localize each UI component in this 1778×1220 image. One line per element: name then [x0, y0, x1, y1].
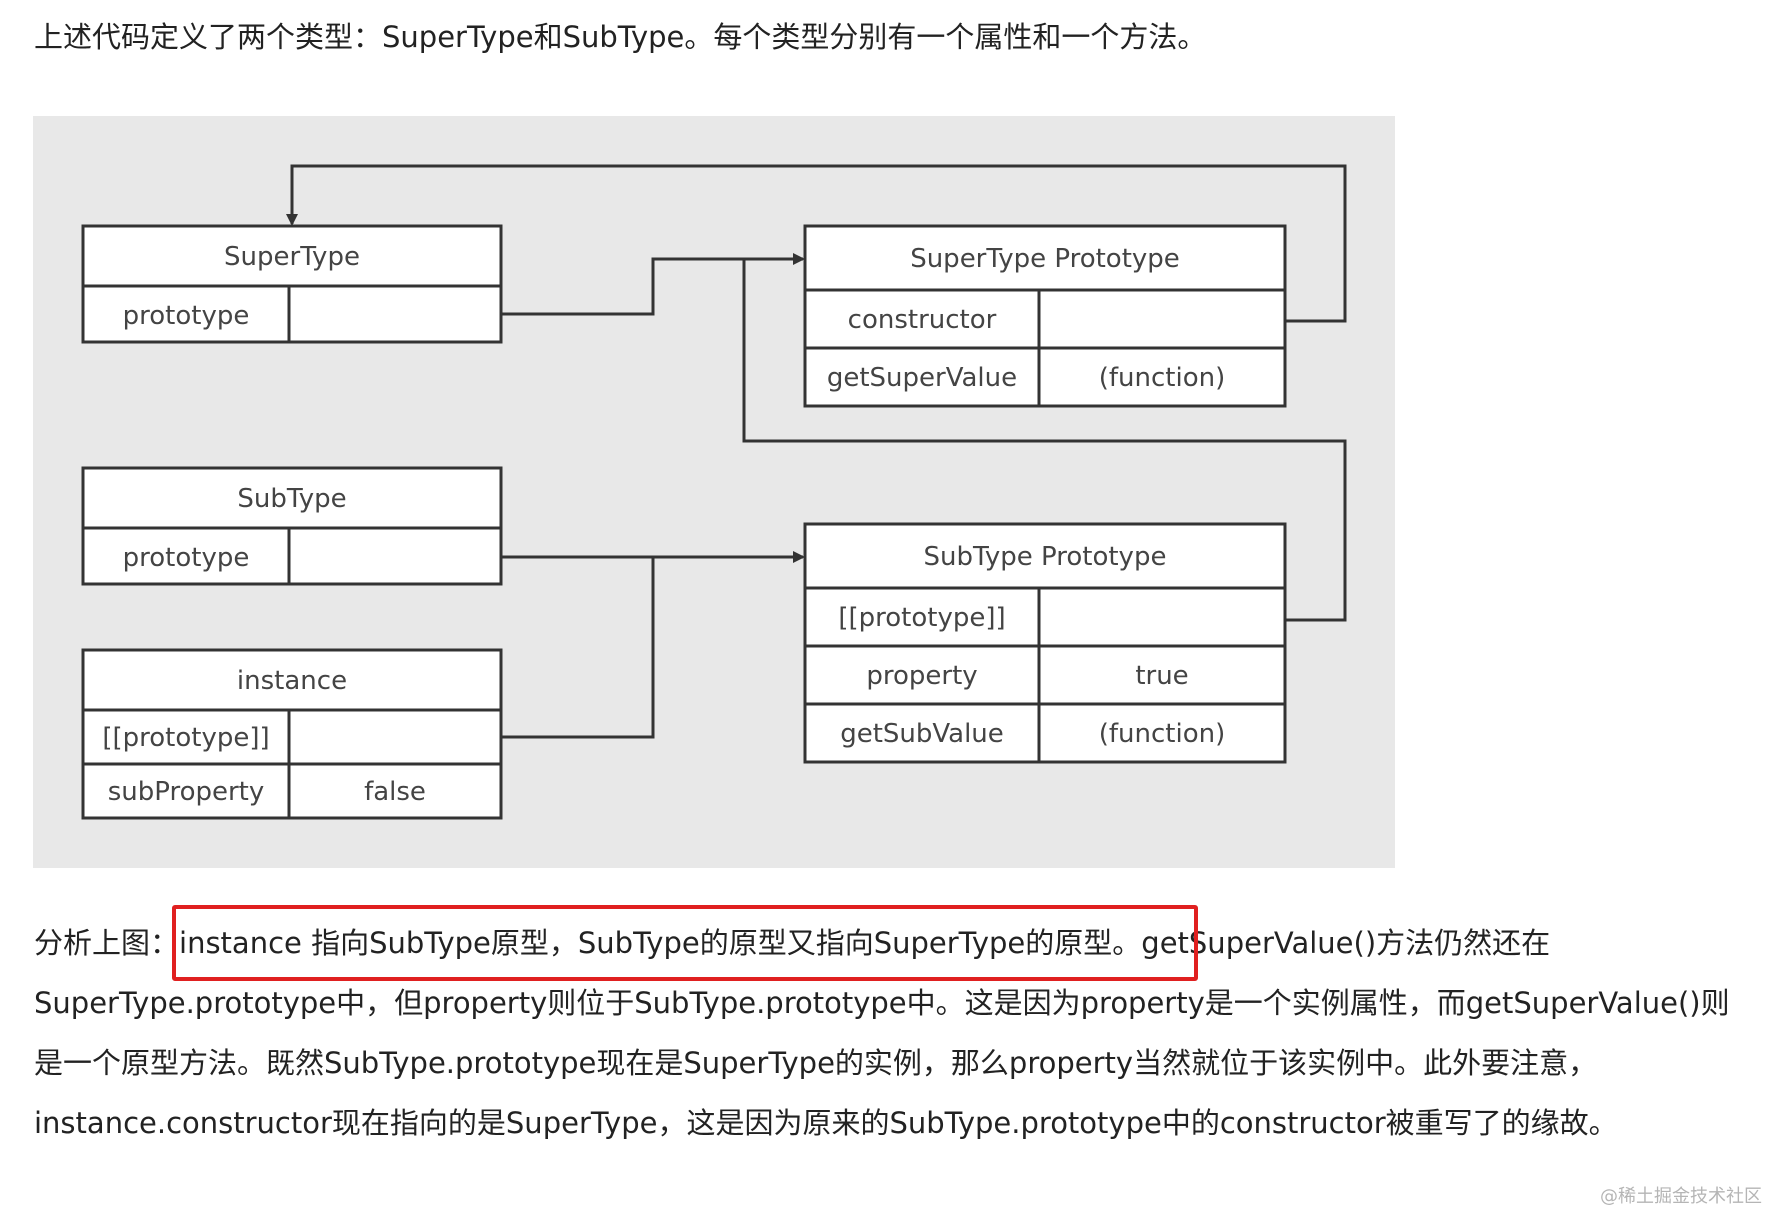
- subtype-prototype-row-key: [[prototype]]: [838, 603, 1005, 633]
- supertype-prototype-key: prototype: [123, 301, 250, 331]
- prototype-chain-diagram: SuperType prototype SuperType Prototype …: [33, 116, 1395, 868]
- arrow-supertype-to-prototype: [501, 253, 805, 316]
- analysis-paragraph: 分析上图：instance 指向SubType原型，SubType的原型又指向S…: [34, 913, 1734, 1153]
- subtype-prototype-row-key: property: [866, 661, 977, 691]
- supertype-prototype-row-value: (function): [1099, 363, 1226, 393]
- subtype-prototype-key: prototype: [123, 543, 250, 573]
- instance-box: [81, 648, 503, 820]
- watermark: @稀土掘金技术社区: [1600, 1186, 1762, 1207]
- supertype-prototype-row-key: getSuperValue: [827, 363, 1017, 393]
- supertype-prototype-box: [803, 224, 1287, 408]
- analysis-highlighted-text: instance 指向SubType原型，SubType的原型又指向SuperT…: [179, 926, 1142, 960]
- supertype-prototype-row-key: constructor: [848, 305, 997, 335]
- subtype-title: SubType: [237, 484, 346, 514]
- subtype-prototype-title: SubType Prototype: [924, 542, 1167, 572]
- subtype-prototype-row-key: getSubValue: [840, 719, 1004, 749]
- subtype-prototype-row-value: true: [1135, 661, 1188, 691]
- highlight-box: [172, 905, 1198, 981]
- instance-row-key: subProperty: [108, 777, 265, 807]
- line-instance-to-subtype-prototype: [501, 557, 655, 739]
- diagram-canvas: SuperType prototype SuperType Prototype …: [81, 164, 1347, 820]
- subtype-prototype-box: [803, 522, 1287, 764]
- instance-row-value: false: [364, 777, 426, 807]
- analysis-prefix: 分析上图：: [34, 926, 180, 960]
- instance-title: instance: [237, 666, 347, 696]
- supertype-box: [81, 224, 503, 344]
- supertype-prototype-title: SuperType Prototype: [910, 244, 1180, 274]
- subtype-prototype-row-value: (function): [1099, 719, 1226, 749]
- intro-paragraph: 上述代码定义了两个类型：SuperType和SubType。每个类型分别有一个属…: [34, 20, 1207, 54]
- analysis-rest: getSuperValue()方法仍然还在SuperType.prototype…: [34, 926, 1730, 1140]
- supertype-title: SuperType: [224, 242, 360, 272]
- line-subtype-prototype-to-supertype-prototype: [742, 259, 1347, 622]
- arrow-constructor-to-supertype: [286, 164, 1347, 323]
- instance-row-key: [[prototype]]: [102, 723, 269, 753]
